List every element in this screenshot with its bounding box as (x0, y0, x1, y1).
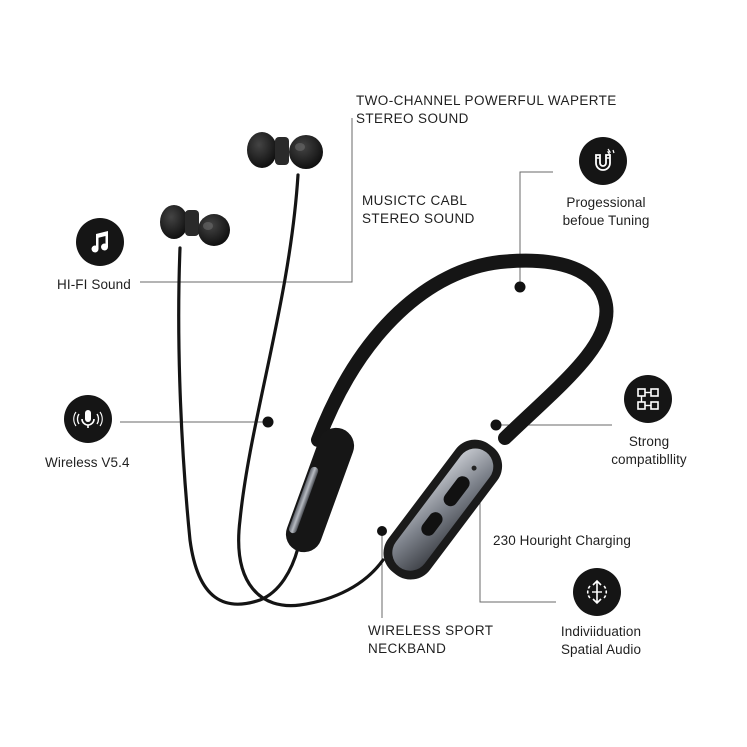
neckband-arc (311, 253, 614, 447)
spatial-audio-icon (573, 568, 621, 616)
spatial-audio-label: Indiviiduation Spatial Audio (560, 624, 642, 657)
neckband-label: WIRELESS SPORT NECKBAND (368, 623, 494, 656)
left-pod (285, 427, 355, 553)
right-pod (383, 439, 503, 580)
earbud-right (247, 132, 323, 169)
cables (177, 173, 385, 608)
cable-right-bud (237, 173, 385, 608)
dot-tuning (514, 281, 526, 293)
magnet-icon (579, 137, 627, 185)
wireless-version-label: Wireless V5.4 (45, 455, 130, 470)
dot-compat (490, 419, 502, 431)
charging-label: 230 Houright Charging (493, 533, 631, 548)
music-cable-label: MUSICTC CABL STEREO SOUND (362, 193, 475, 226)
flowchart-icon (624, 375, 672, 423)
leader-two-channel (140, 118, 353, 283)
earbud-left (160, 205, 230, 246)
leader-tuning (519, 171, 553, 285)
dot-wireless (262, 416, 274, 428)
tuning-label: Progessional befoue Tuning (562, 195, 650, 228)
hifi-sound-label: HI-FI Sound (57, 277, 131, 292)
music-note-icon (76, 218, 124, 266)
cable-left-bud (177, 246, 300, 606)
leader-spatial (479, 466, 556, 603)
neckband (285, 253, 614, 580)
dot-neckband (377, 526, 387, 536)
compatibility-label: Strong compatibllity (611, 434, 687, 467)
microphone-icon (64, 395, 112, 443)
two-channel-label: TWO-CHANNEL POWERFUL WAPERTE STEREO SOUN… (356, 93, 617, 126)
